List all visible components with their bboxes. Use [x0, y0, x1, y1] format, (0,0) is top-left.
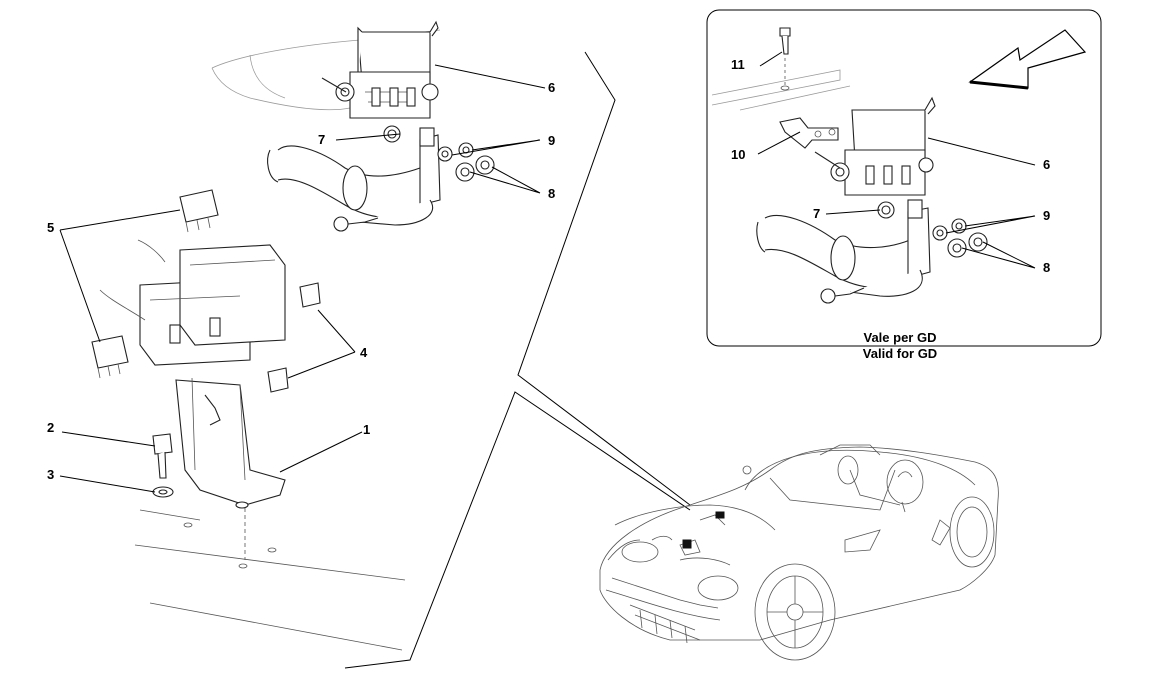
inset-label-9: 9	[1043, 208, 1050, 223]
inset-label-6: 6	[1043, 157, 1050, 172]
inset-label-7: 7	[813, 206, 820, 221]
body-panel-top	[211, 29, 441, 111]
label-7: 7	[318, 132, 325, 147]
inset-frame	[706, 9, 1102, 347]
label-1: 1	[363, 422, 370, 437]
control-unit-top	[321, 20, 439, 119]
inset-harness	[756, 199, 931, 304]
inset-label-8: 8	[1043, 260, 1050, 275]
harness-top	[267, 127, 441, 232]
direction-arrow-icon	[968, 29, 1087, 90]
label-9: 9	[548, 133, 555, 148]
label-3: 3	[47, 467, 54, 482]
fuse-box	[99, 239, 321, 393]
zoom-callout-lines	[344, 51, 691, 669]
inset-caption-en: Valid for GD	[863, 346, 937, 361]
inset-fasteners	[877, 201, 988, 258]
inset-label-10: 10	[731, 147, 745, 162]
relays	[91, 189, 219, 379]
inset-body-panel	[711, 69, 851, 111]
leader-lines-left	[59, 64, 546, 493]
label-6: 6	[548, 80, 555, 95]
label-4: 4	[360, 345, 368, 360]
car-illustration	[599, 444, 999, 661]
inset-control-unit	[814, 96, 936, 196]
callout-labels: 6 7 9 8 5 4 2 1 3 11 10 6 7 9 8 Vale per…	[47, 57, 1050, 482]
inset-screw	[779, 27, 791, 91]
label-2: 2	[47, 420, 54, 435]
floor-panel	[134, 509, 406, 651]
label-5: 5	[47, 220, 54, 235]
inset-caption-it: Vale per GD	[864, 330, 937, 345]
label-8: 8	[548, 186, 555, 201]
mounting-bracket	[175, 377, 286, 560]
bolt-and-washer	[152, 433, 174, 498]
inset-bracket	[779, 117, 839, 149]
inset-leader-lines	[757, 51, 1036, 269]
inset-label-11: 11	[731, 57, 745, 72]
